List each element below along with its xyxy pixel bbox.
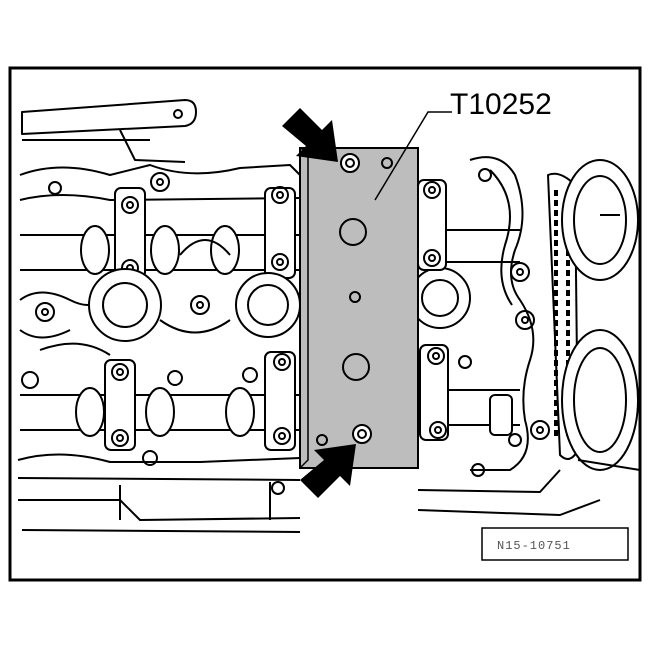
arrow-top-icon <box>282 108 338 162</box>
lower-rail <box>119 481 285 520</box>
journal-row-left <box>19 268 301 389</box>
tool-bolt-top <box>340 153 360 173</box>
right-camshafts <box>409 168 520 477</box>
upper-bracket <box>21 99 197 163</box>
tool-plate-t10252 <box>299 147 419 469</box>
cylinder-head-outline <box>17 164 601 533</box>
reference-code: N15-10751 <box>497 539 571 553</box>
reference-box <box>481 527 629 561</box>
timing-cover <box>469 156 550 471</box>
exhaust-camshaft <box>20 387 300 437</box>
tool-bolt-bottom <box>352 424 372 444</box>
camshaft-sprocket <box>561 159 639 471</box>
tool-bore-upper <box>339 218 367 246</box>
arrow-bottom-icon <box>300 444 356 498</box>
tool-bore-lower <box>342 353 370 381</box>
callout-leader-line <box>374 111 452 201</box>
tool-label: T10252 <box>450 88 552 121</box>
intake-camshaft <box>20 225 300 275</box>
tool-hole-center <box>349 291 361 303</box>
